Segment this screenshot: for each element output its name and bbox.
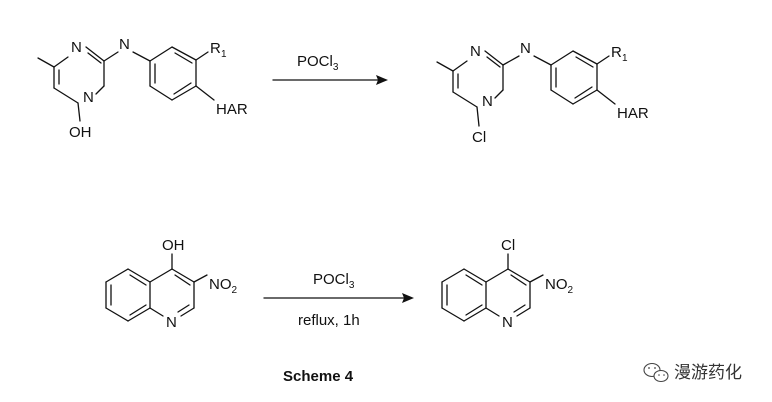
reagent-pocl3-1: POCl3 [297,53,339,73]
product-2-structure: Cl NO2 N [441,237,574,331]
reaction-2-arrow: POCl3 reflux, 1h [263,271,414,329]
atom-n-top: N [470,43,481,60]
atom-no2: NO2 [209,276,238,296]
atom-no2: NO2 [545,276,574,296]
atom-nh: N [520,40,531,57]
scheme-caption: Scheme 4 [283,368,354,385]
reactant-2-structure: OH NO2 N [105,237,238,331]
atom-cl: Cl [501,237,515,254]
atom-har: HAR [617,105,649,122]
atom-nh: N [119,36,130,53]
watermark: 漫游药化 [643,362,742,383]
atom-har: HAR [216,101,248,118]
atom-r: R [611,44,622,61]
watermark-text: 漫游药化 [674,363,742,383]
atom-oh: OH [69,124,92,141]
atom-r-subscript: 1 [622,53,628,64]
atom-n-bottom: N [83,89,94,106]
atom-n-bottom: N [482,93,493,110]
reagent-conditions: reflux, 1h [298,312,360,329]
product-1-structure: N N N Cl R 1 HAR [436,40,649,146]
atom-n-ring: N [166,314,177,331]
atom-oh: OH [162,237,185,254]
atom-cl: Cl [472,129,486,146]
atom-n-ring: N [502,314,513,331]
reactant-1-structure: N N N OH R 1 HAR [37,36,248,141]
reaction-1-arrow: POCl3 [272,53,388,85]
atom-n-top: N [71,39,82,56]
atom-r: R [210,40,221,57]
wechat-logo-icon [643,362,669,383]
atom-r-subscript: 1 [221,49,227,60]
reagent-pocl3-2: POCl3 [313,271,355,291]
